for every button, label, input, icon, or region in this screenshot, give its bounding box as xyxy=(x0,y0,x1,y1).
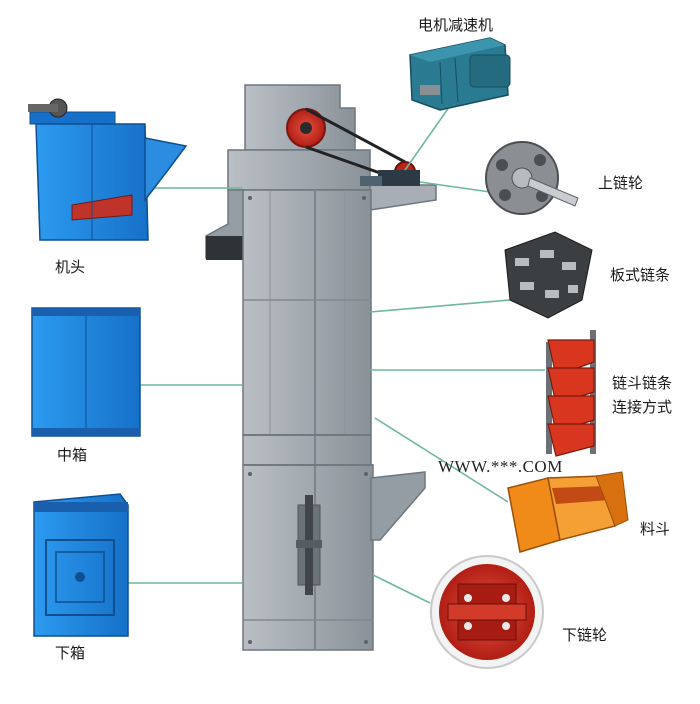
upper-sprocket-illustration xyxy=(485,141,579,215)
motor-reducer-illustration xyxy=(409,37,511,111)
lower-sprocket-illustration xyxy=(430,555,544,669)
label-plate-chain: 板式链条 xyxy=(610,266,671,284)
lower-box-illustration xyxy=(33,493,129,637)
label-head: 机头 xyxy=(55,258,86,276)
label-middle-box: 中箱 xyxy=(57,446,88,464)
label-upper-sprocket: 上链轮 xyxy=(598,174,644,192)
label-lower-sprocket: 下链轮 xyxy=(562,626,608,644)
label-lower-box: 下箱 xyxy=(55,644,86,662)
elevator-main-body xyxy=(205,84,437,651)
middle-box-illustration xyxy=(31,307,141,437)
label-bucket: 料斗 xyxy=(640,520,671,538)
watermark-text: WWW.***.COM xyxy=(438,457,563,476)
plate-chain-illustration xyxy=(504,231,593,319)
bucket-chain-illustration xyxy=(546,330,596,457)
label-motor-reducer: 电机减速机 xyxy=(418,16,494,34)
head-drive xyxy=(286,107,420,186)
bucket-illustration xyxy=(507,471,629,553)
head-box-illustration xyxy=(28,98,188,241)
label-bucket-chain-line2: 连接方式 xyxy=(612,398,673,416)
label-bucket-chain-line1: 链斗链条 xyxy=(612,374,673,392)
leader-lines xyxy=(128,102,545,604)
